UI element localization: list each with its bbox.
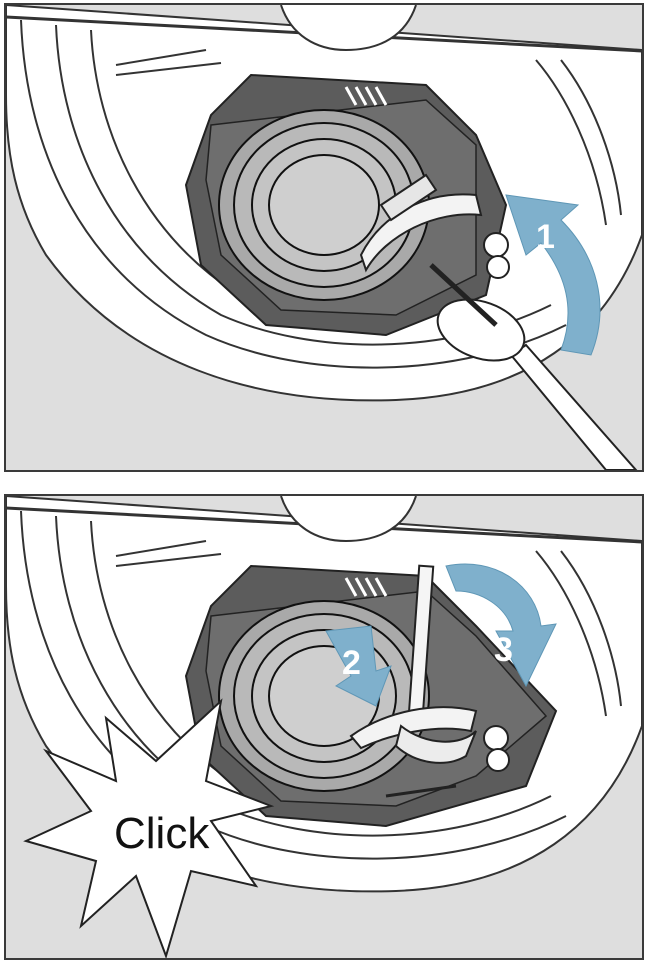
filter-reinsertion-illustration: 2 3 Click [6,496,642,958]
click-callout-text: Click [114,809,210,858]
step-1-label: 1 [536,218,555,256]
step-2-label: 2 [342,644,361,682]
filter-cylinder [219,601,429,791]
step-3-label: 3 [494,631,513,669]
illustration-panel-reinsert: 2 3 Click [4,494,644,960]
filter-removal-illustration: 1 [6,5,642,470]
illustration-panel-remove: 1 [4,3,644,472]
